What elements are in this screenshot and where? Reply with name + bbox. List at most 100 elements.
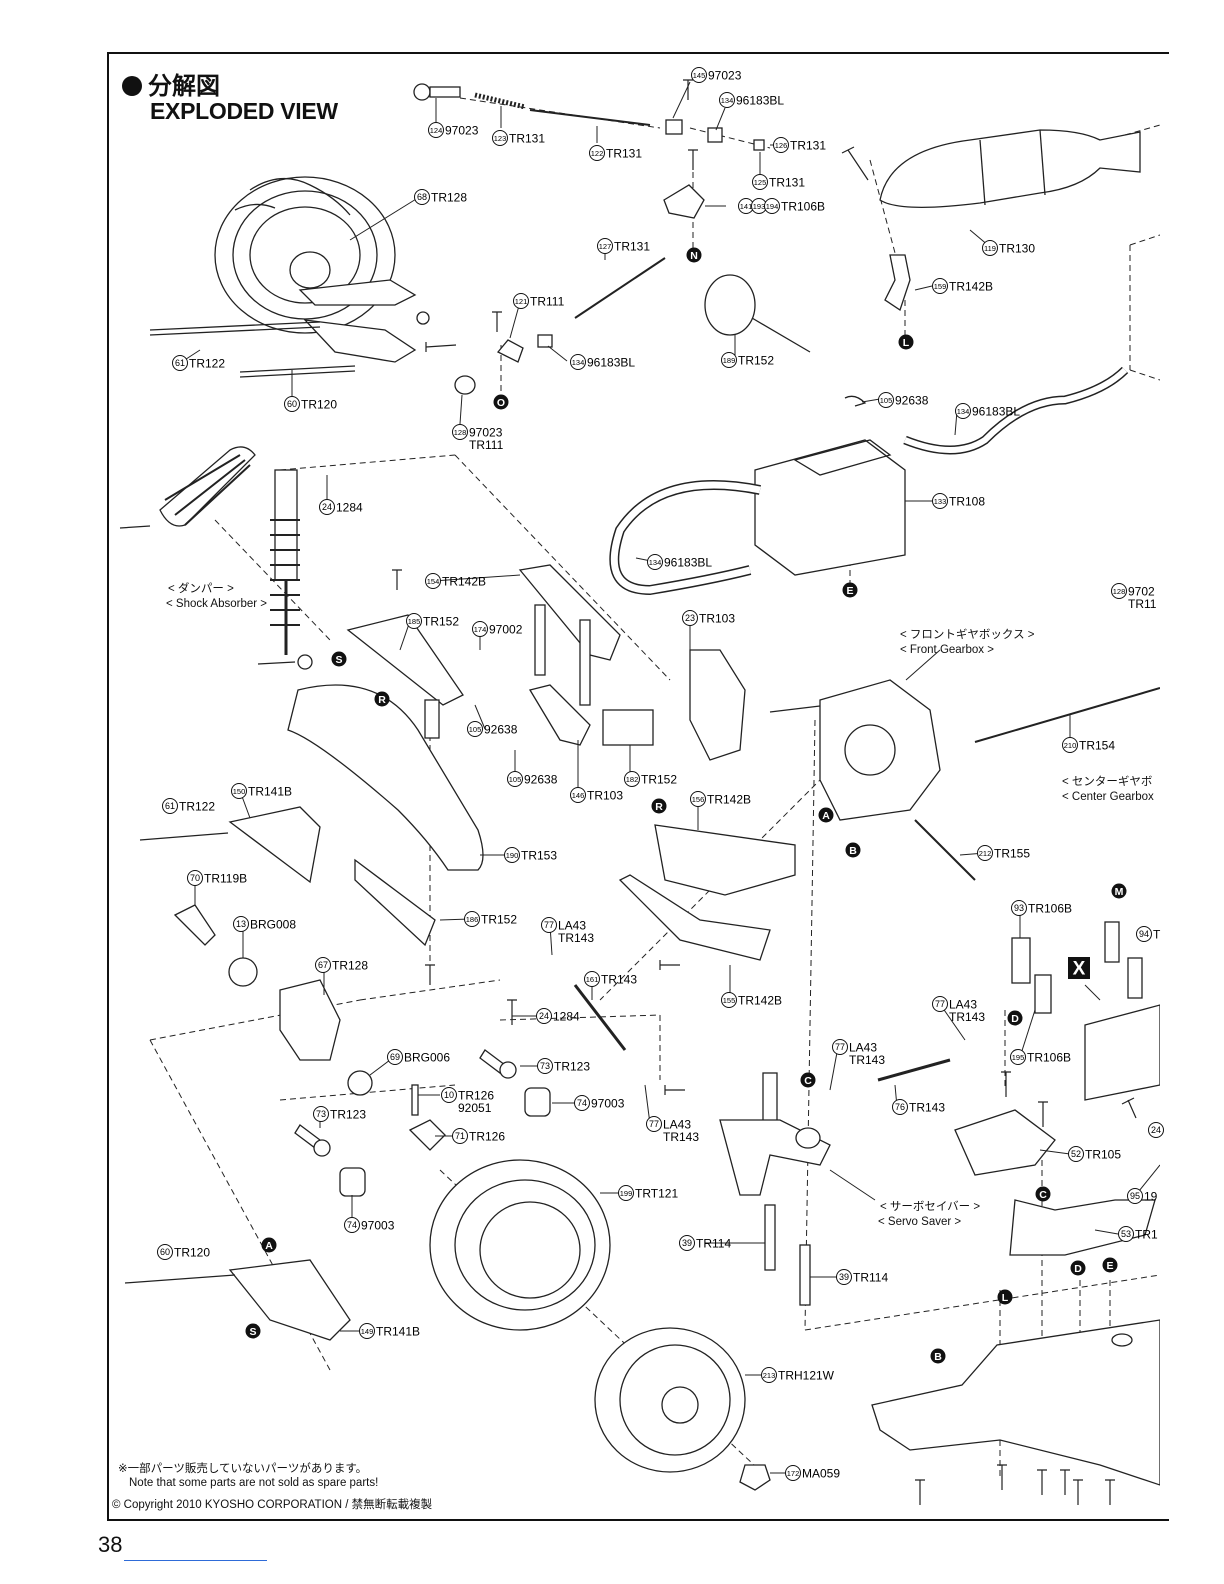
part-code: TR141B: [248, 785, 292, 799]
part-code: TR131: [509, 132, 545, 146]
marker-circle: [800, 1072, 816, 1088]
page-underline: [124, 1560, 267, 1561]
part-number: 199: [620, 1189, 633, 1198]
letter-marker: C: [800, 1072, 816, 1088]
part-number: 76: [895, 1102, 905, 1112]
part-code: TR114: [853, 1271, 888, 1285]
part-number: 119: [984, 244, 996, 253]
part-number: 213: [763, 1371, 776, 1380]
part-code: 96183BL: [664, 556, 712, 570]
part-code: TR123: [330, 1108, 366, 1122]
letter-marker: N: [686, 247, 702, 263]
part-number: 126: [775, 141, 788, 150]
part-number-circle: [682, 610, 698, 626]
front-gearbox: [689, 649, 1160, 881]
letter-marker: A: [818, 807, 834, 823]
part-number-circle: [507, 771, 523, 787]
part-number: 105: [880, 396, 893, 405]
part-code: TR105: [1085, 1148, 1121, 1162]
footnote-en: Note that some parts are not sold as spa…: [129, 1477, 379, 1489]
marker-letter: C: [1039, 1189, 1047, 1201]
front-gearbox-label-jp: < フロントギヤボックス >: [900, 628, 1035, 641]
part-number: 77: [544, 920, 554, 930]
part-code-secondary: TR143: [849, 1053, 885, 1067]
part-number: 73: [316, 1109, 326, 1119]
part-number: 154: [427, 577, 440, 586]
part-callout: 73 TR123: [313, 1106, 366, 1122]
marker-circle: [686, 247, 702, 263]
part-number: 105: [469, 725, 482, 734]
part-number: 70: [190, 873, 200, 883]
part-number: 172: [787, 1469, 800, 1478]
part-number-circle: [452, 1128, 468, 1144]
part-number-circle: [597, 238, 613, 254]
title-en: EXPLODED VIEW: [150, 98, 338, 124]
part-number: 134: [721, 96, 734, 105]
part-number: 185: [408, 617, 421, 626]
letter-marker: X: [1068, 957, 1090, 980]
part-number: 73: [540, 1061, 550, 1071]
part-number: 69: [390, 1052, 400, 1062]
marker-letter: M: [1115, 886, 1124, 898]
part-code: TR1: [1135, 1228, 1158, 1242]
wire-hook: [704, 274, 867, 407]
part-callout: 73 TR123: [537, 1058, 590, 1074]
part-number-circle: [584, 971, 600, 987]
part-number-circle: [1148, 1122, 1164, 1138]
marker-letter: O: [497, 397, 505, 409]
marker-letter: D: [1074, 1263, 1082, 1275]
part-code: TR143: [909, 1101, 945, 1115]
part-number: 39: [682, 1238, 692, 1248]
marker-circle: [930, 1348, 946, 1364]
part-code: TR154: [1079, 739, 1115, 753]
part-number: 182: [626, 775, 639, 784]
part-number-circle: [504, 847, 520, 863]
part-number: 60: [287, 399, 297, 409]
part-number: 156: [692, 795, 705, 804]
servo-mounts: [1011, 921, 1160, 1101]
part-code: TR131: [769, 176, 805, 190]
part-code: T: [1153, 928, 1161, 942]
part-number: 134: [572, 358, 585, 367]
part-number: 67: [318, 960, 328, 970]
part-code: TR122: [179, 800, 215, 814]
marker-circle: [493, 394, 509, 410]
part-number: 74: [577, 1098, 587, 1108]
marker-circle: [842, 582, 858, 598]
part-number: 23: [685, 613, 695, 623]
part-number-circle: [832, 1039, 848, 1055]
part-number-circle: [1111, 583, 1127, 599]
part-number-circle: [574, 1095, 590, 1111]
part-number-circle: [359, 1323, 375, 1339]
part-code: TR106B: [1028, 902, 1072, 916]
marker-letter: S: [335, 654, 342, 666]
part-code: TR119B: [204, 872, 247, 886]
part-number: 122: [591, 149, 604, 158]
part-code: TR123: [554, 1060, 590, 1074]
shock-label-jp: < ダンパー >: [168, 581, 234, 595]
part-number-circle: [231, 783, 247, 799]
marker-circle: [898, 334, 914, 350]
part-number-circle: [721, 352, 737, 368]
letter-marker: C: [1035, 1186, 1051, 1202]
